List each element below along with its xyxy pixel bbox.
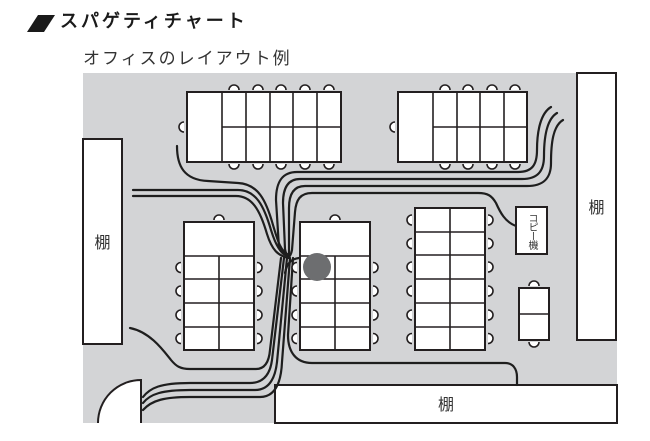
chair xyxy=(252,84,264,91)
route-line xyxy=(141,256,292,412)
desk-cluster-b xyxy=(389,84,528,170)
chair xyxy=(256,309,263,321)
chair xyxy=(275,163,287,170)
route-line xyxy=(128,256,283,371)
chair xyxy=(291,309,298,321)
chair xyxy=(406,309,413,321)
chair xyxy=(175,309,182,321)
chair xyxy=(406,285,413,297)
route-line xyxy=(141,256,286,399)
chair xyxy=(389,121,396,133)
chair xyxy=(487,214,494,226)
chair xyxy=(439,84,451,91)
chair xyxy=(256,285,263,297)
desk-cluster-c xyxy=(175,214,263,351)
chair xyxy=(323,163,335,170)
chair xyxy=(175,261,182,274)
shelf-left-label: 棚 xyxy=(94,233,110,252)
chair xyxy=(406,261,413,273)
chair xyxy=(228,163,240,170)
desk-cluster-d xyxy=(291,214,379,351)
shelf-right-label: 棚 xyxy=(588,198,604,217)
shelf-bottom: 棚 xyxy=(274,384,618,424)
route-line xyxy=(131,194,291,260)
chair xyxy=(528,341,540,348)
route-line xyxy=(281,111,559,258)
chair xyxy=(462,84,474,91)
page-title: スパゲティチャート xyxy=(60,11,248,32)
door-icon xyxy=(97,378,142,424)
chair xyxy=(291,261,298,274)
chair xyxy=(486,163,498,170)
chair xyxy=(275,84,287,91)
route-line xyxy=(287,191,518,259)
chair xyxy=(213,214,225,221)
chair xyxy=(528,280,540,287)
chair xyxy=(299,163,311,170)
chair xyxy=(329,214,341,221)
chair xyxy=(509,163,521,170)
chair xyxy=(487,332,494,345)
title-parallelogram-icon xyxy=(27,15,55,32)
chair xyxy=(372,285,379,297)
route-line xyxy=(141,256,289,405)
chair xyxy=(487,309,494,321)
shelf-left: 棚 xyxy=(82,138,123,345)
chair xyxy=(487,261,494,273)
chair xyxy=(509,84,521,91)
chair xyxy=(372,332,379,345)
chair xyxy=(372,261,379,274)
copier-machine xyxy=(515,206,548,255)
chair xyxy=(372,309,379,321)
movement-routes xyxy=(128,105,565,412)
desk-cluster-f xyxy=(518,280,550,348)
shelf-right: 棚 xyxy=(576,72,617,341)
chair xyxy=(462,163,474,170)
chair xyxy=(178,121,185,133)
worker-marker xyxy=(303,253,331,281)
chair xyxy=(486,84,498,91)
shelf-bottom-label: 棚 xyxy=(438,395,454,414)
chair xyxy=(487,237,494,250)
chair xyxy=(406,332,413,345)
chair xyxy=(406,214,413,226)
chair xyxy=(406,237,413,250)
chair xyxy=(487,285,494,297)
chair xyxy=(175,332,182,345)
desk-cluster-a xyxy=(178,84,342,170)
route-line xyxy=(286,256,519,387)
chair xyxy=(175,285,182,297)
chair xyxy=(323,84,335,91)
page-subtitle: オフィスのレイアウト例 xyxy=(83,49,292,69)
chair xyxy=(291,285,298,297)
chair xyxy=(252,163,264,170)
chair xyxy=(228,84,240,91)
chair xyxy=(439,163,451,170)
route-line xyxy=(274,105,553,258)
chair xyxy=(256,261,263,274)
chair xyxy=(256,332,263,345)
copier-label: コピー機 xyxy=(526,213,537,249)
chair xyxy=(299,84,311,91)
desk-cluster-e xyxy=(406,207,494,351)
route-line xyxy=(287,118,565,258)
chair xyxy=(291,332,298,345)
